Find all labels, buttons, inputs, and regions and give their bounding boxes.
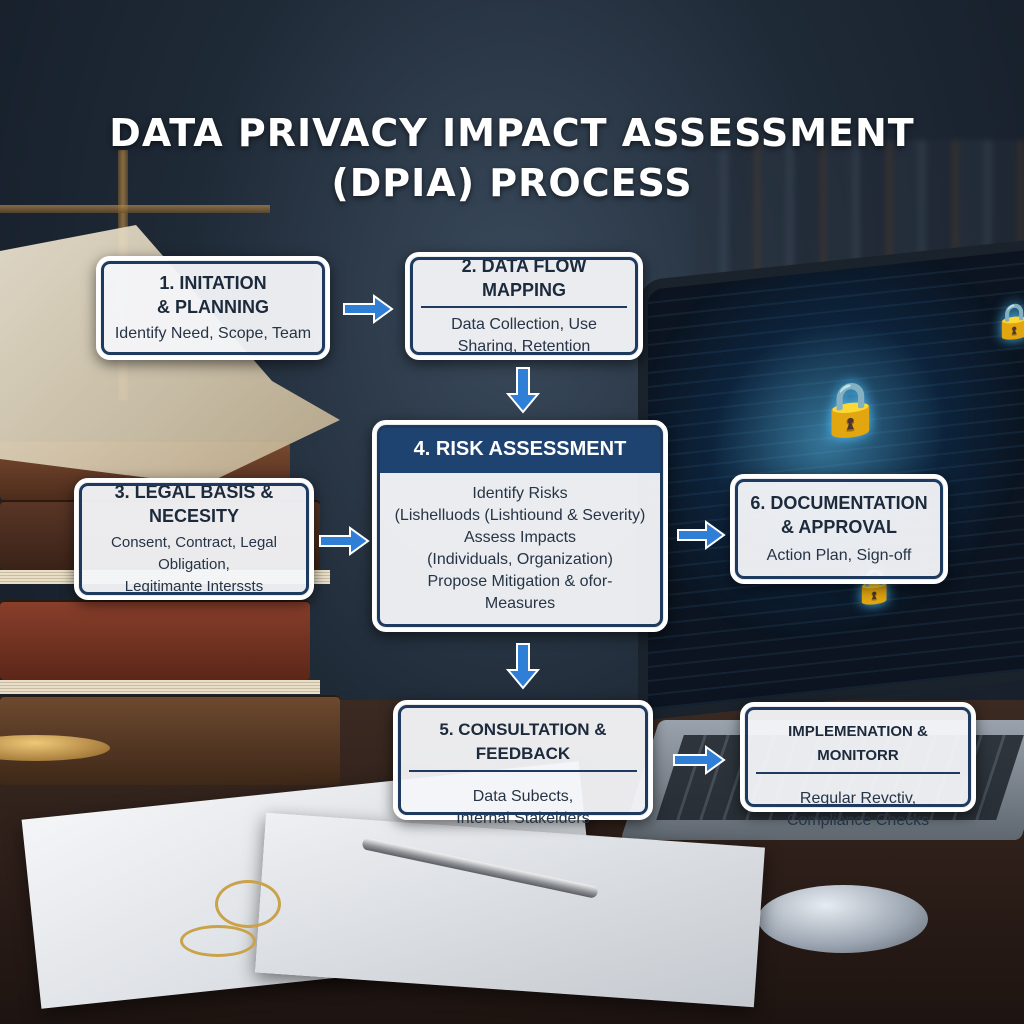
step-detail: Action Plan, Sign-off bbox=[766, 547, 912, 564]
step-title: 2. DATA FLOW MAPPING bbox=[421, 254, 627, 308]
computer-mouse bbox=[758, 885, 928, 953]
step-detail: Assess Impacts bbox=[463, 529, 577, 546]
step-title: 6. DOCUMENTATION bbox=[750, 493, 928, 513]
step-consultation-feedback: 5. CONSULTATION & FEEDBACK Data Subects,… bbox=[393, 700, 653, 827]
step-detail: Identify Risks bbox=[472, 485, 568, 502]
step-detail: Sharing, Retention bbox=[457, 338, 591, 355]
lock-icon: 🔒 bbox=[993, 300, 1024, 343]
step-title: 1. INITATION bbox=[159, 273, 267, 293]
step-detail: Internal Stakelders bbox=[456, 810, 590, 827]
step-implementation-monitoring: IMPLEMENATION & MONITORR Regular Revctiv… bbox=[740, 702, 976, 829]
arrow-right-icon bbox=[677, 520, 726, 550]
step-title: & PLANNING bbox=[157, 297, 269, 317]
step-detail: Identify Need, Scope, Team bbox=[114, 325, 312, 342]
title-line-2: (DPIA) PROCESS bbox=[331, 161, 693, 205]
step-title: & APPROVAL bbox=[780, 517, 897, 537]
step-title: 5. CONSULTATION & FEEDBACK bbox=[409, 718, 637, 772]
step-legal-basis-necessity: 3. LEGAL BASIS & NECESITY Consent, Contr… bbox=[74, 478, 314, 600]
diagram-title: DATA PRIVACY IMPACT ASSESSMENT (DPIA) PR… bbox=[0, 108, 1024, 208]
step-detail: Legitimante Interssts bbox=[124, 578, 264, 595]
arrow-down-icon bbox=[506, 367, 540, 414]
title-line-1: DATA PRIVACY IMPACT ASSESSMENT bbox=[109, 111, 915, 155]
step-detail: (Lishelluods (Lishtiound & Severity) bbox=[394, 507, 646, 524]
step-detail: Data Subects, bbox=[472, 788, 574, 805]
step-detail: Propose Mitigation & ofor- bbox=[427, 573, 613, 590]
step-risk-assessment: 4. RISK ASSESSMENT Identify Risks (Lishe… bbox=[372, 420, 668, 632]
paperclip-decoration bbox=[180, 925, 256, 957]
step-data-flow-mapping: 2. DATA FLOW MAPPING Data Collection, Us… bbox=[405, 252, 643, 360]
book-decoration bbox=[0, 600, 310, 680]
step-documentation-approval: 6. DOCUMENTATION & APPROVAL Action Plan,… bbox=[730, 474, 948, 584]
scales-of-justice-bar bbox=[0, 205, 270, 213]
step-initiation-planning: 1. INITATION & PLANNING Identify Need, S… bbox=[96, 256, 330, 360]
paperclip-decoration bbox=[215, 880, 281, 928]
step-title: NECESITY bbox=[148, 506, 240, 526]
step-detail: (Individuals, Organization) bbox=[427, 551, 613, 568]
arrow-down-icon bbox=[506, 643, 540, 690]
step-title: 3. LEGAL BASIS & bbox=[114, 482, 274, 502]
step-detail: Consent, Contract, Legal Obligation, bbox=[111, 534, 277, 573]
step-detail: Measures bbox=[484, 595, 556, 612]
step-detail: Compliance Checks bbox=[786, 812, 930, 829]
arrow-right-icon bbox=[319, 526, 370, 556]
arrow-right-icon bbox=[343, 294, 394, 324]
step-title: 4. RISK ASSESSMENT bbox=[380, 426, 660, 473]
book-pages-decoration bbox=[0, 680, 320, 694]
step-detail: Data Collection, Use bbox=[451, 316, 597, 333]
arrow-right-icon bbox=[673, 745, 726, 775]
step-title: IMPLEMENATION & MONITORR bbox=[756, 720, 960, 774]
step-detail: Regular Revctiv, bbox=[799, 790, 917, 807]
lock-icon: 🔒 bbox=[818, 377, 883, 443]
